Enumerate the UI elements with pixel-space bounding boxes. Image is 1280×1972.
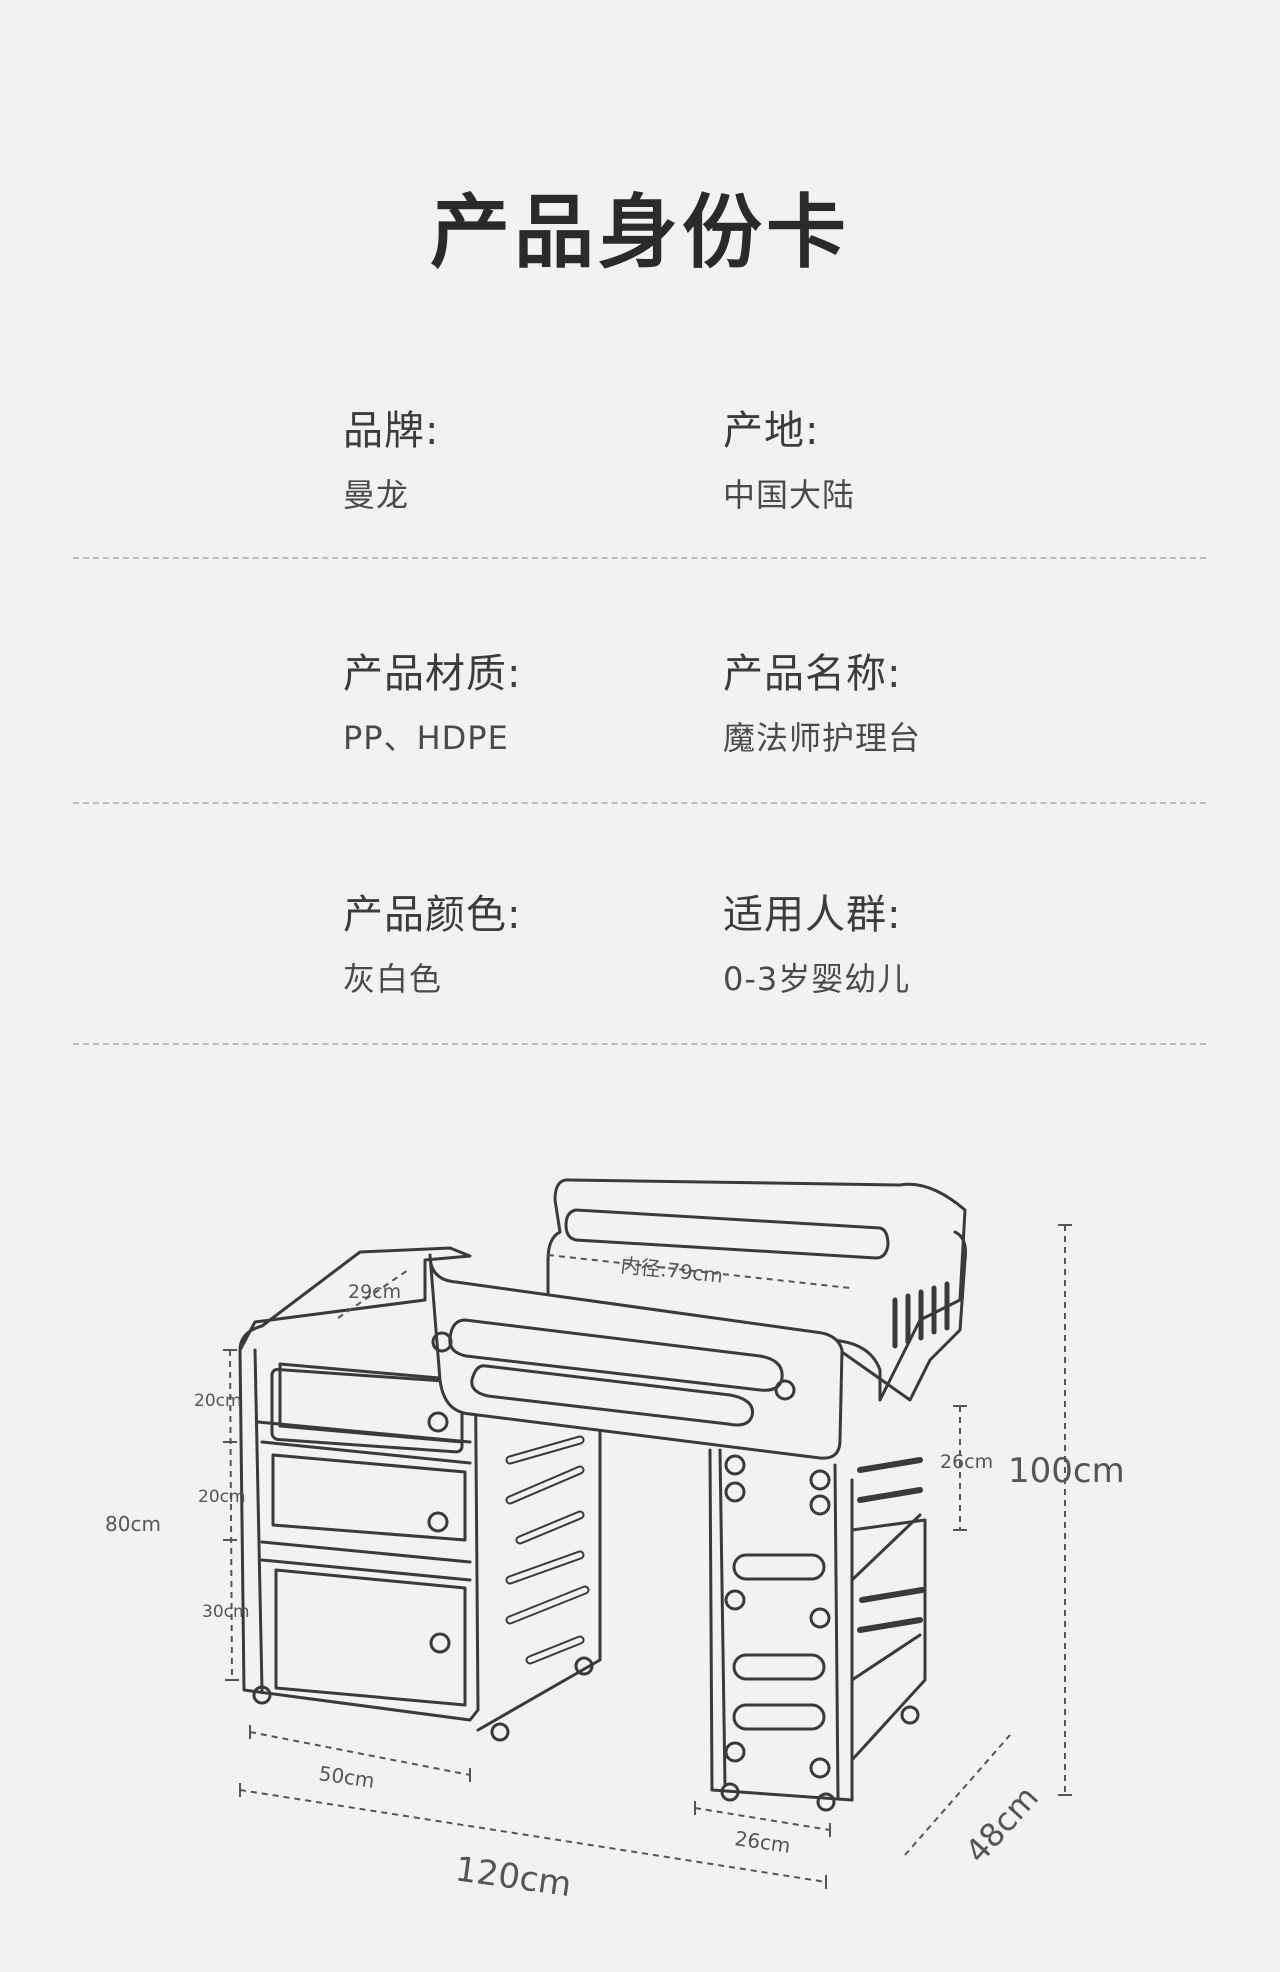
spec-value: 曼龙 bbox=[343, 476, 410, 514]
spec-label: 产品名称: bbox=[723, 651, 902, 697]
drawer-cabinet bbox=[238, 1246, 602, 1742]
spec-label: 品牌: bbox=[343, 408, 440, 454]
dim-total-height: 100cm bbox=[1008, 1451, 1125, 1491]
product-diagram: 内径:79cm 29cm 20cm 20cm 30cm 80cm 26cm 10… bbox=[105, 1178, 1125, 1905]
spec-audience: 适用人群: 0-3岁婴幼儿 bbox=[723, 882, 910, 1000]
changing-tray bbox=[428, 1178, 967, 1460]
dim-cabinet-height: 80cm bbox=[105, 1512, 161, 1536]
dimension-lines bbox=[229, 1225, 1066, 1883]
divider bbox=[73, 557, 1206, 559]
spec-label: 产品颜色: bbox=[343, 892, 522, 938]
dim-depth: 48cm bbox=[958, 1778, 1046, 1870]
dim-tray-depth: 29cm bbox=[348, 1281, 401, 1303]
spec-value: 中国大陆 bbox=[723, 476, 856, 514]
spec-value: 魔法师护理台 bbox=[723, 719, 922, 757]
spec-origin: 产地: 中国大陆 bbox=[723, 398, 855, 516]
dim-rack-gap: 26cm bbox=[940, 1451, 993, 1473]
spec-label: 产品材质: bbox=[343, 651, 522, 697]
leg-rack bbox=[708, 1448, 927, 1812]
dim-total-length: 120cm bbox=[453, 1849, 574, 1905]
page-title: 产品身份卡 bbox=[430, 186, 850, 279]
spec-label: 产地: bbox=[723, 408, 820, 454]
spec-value: 0-3岁婴幼儿 bbox=[723, 960, 911, 998]
spec-product-name: 产品名称: 魔法师护理台 bbox=[723, 641, 921, 759]
spec-label: 适用人群: bbox=[723, 892, 902, 938]
divider bbox=[73, 1043, 1206, 1045]
dim-drawer1: 20cm bbox=[194, 1391, 242, 1411]
spec-value: 灰白色 bbox=[343, 960, 443, 998]
spec-color: 产品颜色: 灰白色 bbox=[343, 882, 521, 1000]
dim-leg-width: 26cm bbox=[733, 1826, 792, 1858]
spec-value: PP、HDPE bbox=[343, 719, 509, 757]
spec-material: 产品材质: PP、HDPE bbox=[343, 641, 521, 759]
dim-drawer2: 20cm bbox=[198, 1487, 246, 1507]
dim-drawer3: 30cm bbox=[202, 1602, 250, 1622]
divider bbox=[73, 802, 1206, 804]
dimension-ticks bbox=[223, 1224, 1072, 1889]
dim-cabinet-width: 50cm bbox=[317, 1761, 376, 1793]
spec-brand: 品牌: 曼龙 bbox=[343, 398, 439, 516]
